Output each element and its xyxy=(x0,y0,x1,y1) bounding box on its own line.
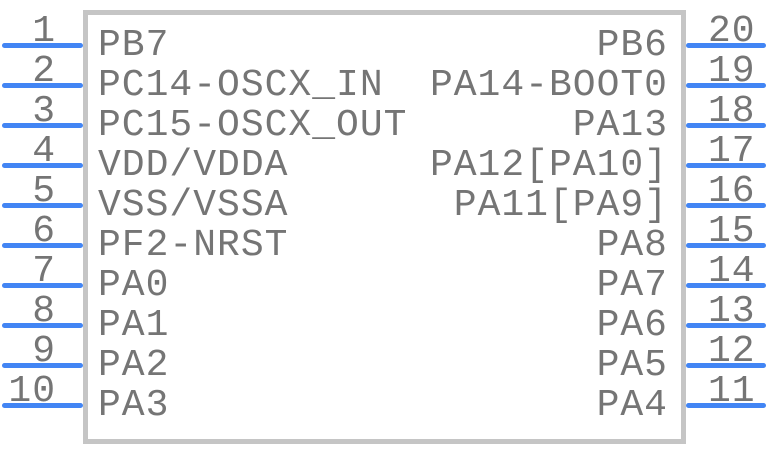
pin-line xyxy=(686,363,766,368)
pin-line xyxy=(686,163,766,168)
pin-label: PA0 xyxy=(98,264,170,307)
pin-label: PA1 xyxy=(98,304,170,347)
pin-label: PA4 xyxy=(596,384,668,427)
pin-label: VSS/VSSA xyxy=(98,184,289,227)
pin-line xyxy=(686,43,766,48)
pin-number: 5 xyxy=(32,170,56,213)
pin-label: PA14-BOOT0 xyxy=(429,64,668,107)
component-body xyxy=(83,10,686,444)
pin-label: PA5 xyxy=(596,344,668,387)
pin-line xyxy=(2,163,83,168)
pin-line xyxy=(686,283,766,288)
pin-label: PA8 xyxy=(596,224,668,267)
pin-line xyxy=(2,83,83,88)
pin-line xyxy=(686,323,766,328)
pin-line xyxy=(2,403,83,408)
pin-number: 1 xyxy=(32,10,56,53)
pin-number: 2 xyxy=(32,50,56,93)
pin-number: 9 xyxy=(32,330,56,373)
pin-line xyxy=(686,243,766,248)
pin-label: PF2-NRST xyxy=(98,224,289,267)
pin-line xyxy=(2,243,83,248)
pin-label: PC14-OSCX_IN xyxy=(98,64,384,107)
pin-number: 6 xyxy=(32,210,56,253)
pin-label: PC15-OSCX_OUT xyxy=(98,104,408,147)
pin-label: PA3 xyxy=(98,384,170,427)
pin-line xyxy=(2,203,83,208)
pin-number: 4 xyxy=(32,130,56,173)
pin-line xyxy=(2,323,83,328)
pin-label: PA12[PA10] xyxy=(429,144,668,187)
pin-label: PA13 xyxy=(572,104,668,147)
pin-label: PA6 xyxy=(596,304,668,347)
pin-line xyxy=(2,363,83,368)
pin-line xyxy=(2,123,83,128)
pin-number: 3 xyxy=(32,90,56,133)
pin-label: PA11[PA9] xyxy=(453,184,668,227)
pin-label: VDD/VDDA xyxy=(98,144,289,187)
pin-label: PB7 xyxy=(98,24,170,67)
pin-line xyxy=(686,203,766,208)
pin-line xyxy=(686,83,766,88)
pin-line xyxy=(2,43,83,48)
pin-number: 8 xyxy=(32,290,56,333)
pin-line xyxy=(2,283,83,288)
pin-number: 7 xyxy=(32,250,56,293)
pin-label: PA2 xyxy=(98,344,170,387)
pin-line xyxy=(686,403,766,408)
pin-label: PA7 xyxy=(596,264,668,307)
pin-label: PB6 xyxy=(596,24,668,67)
pin-line xyxy=(686,123,766,128)
